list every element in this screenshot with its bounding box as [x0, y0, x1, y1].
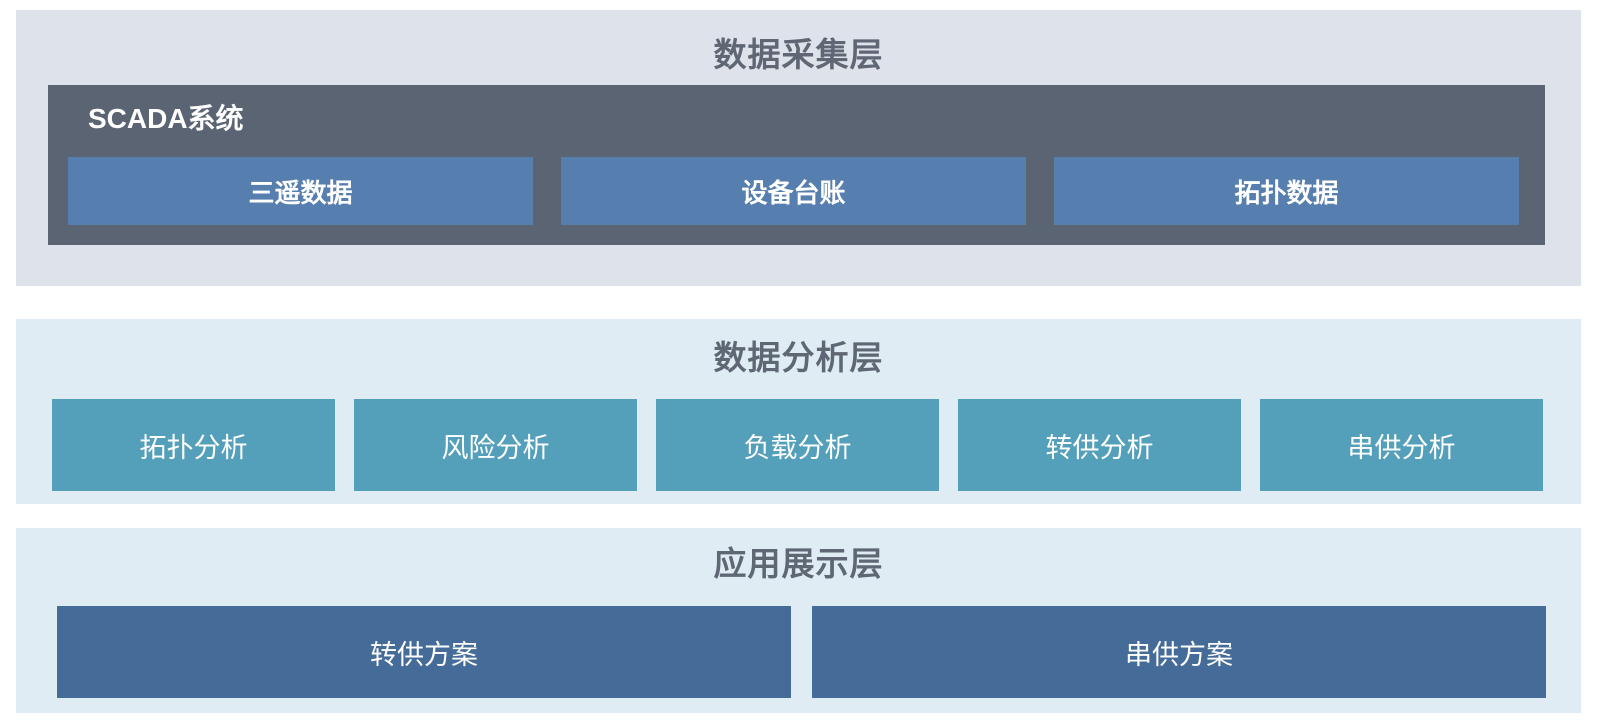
box-serial-supply-plan: 串供方案	[812, 606, 1546, 698]
box-equipment-ledger: 设备台账	[561, 157, 1026, 225]
scada-system-title: SCADA系统	[88, 103, 244, 134]
layer-data-collection-title: 数据采集层	[713, 36, 884, 73]
box-topology-analysis: 拓扑分析	[52, 399, 335, 491]
layer-data-analysis-title: 数据分析层	[713, 339, 884, 376]
layer-data-collection: 数据采集层 SCADA系统 三遥数据 设备台账 拓扑数据	[16, 10, 1581, 286]
box-load-analysis: 负载分析	[656, 399, 939, 491]
box-serial-supply-analysis: 串供分析	[1260, 399, 1543, 491]
layer-application-display: 应用展示层 转供方案 串供方案	[16, 528, 1581, 713]
box-risk-analysis: 风险分析	[354, 399, 637, 491]
box-topology-data: 拓扑数据	[1054, 157, 1519, 225]
layer-data-analysis: 数据分析层 拓扑分析 风险分析 负载分析 转供分析 串供分析	[16, 319, 1581, 504]
box-transfer-supply-plan: 转供方案	[57, 606, 791, 698]
scada-system-group: SCADA系统 三遥数据 设备台账 拓扑数据	[48, 85, 1545, 245]
app-items-row: 转供方案 串供方案	[57, 606, 1546, 698]
scada-items-row: 三遥数据 设备台账 拓扑数据	[68, 157, 1519, 225]
box-telemetry-data: 三遥数据	[68, 157, 533, 225]
analysis-items-row: 拓扑分析 风险分析 负载分析 转供分析 串供分析	[52, 399, 1543, 491]
layer-application-display-title: 应用展示层	[713, 545, 884, 582]
box-transfer-supply-analysis: 转供分析	[958, 399, 1241, 491]
